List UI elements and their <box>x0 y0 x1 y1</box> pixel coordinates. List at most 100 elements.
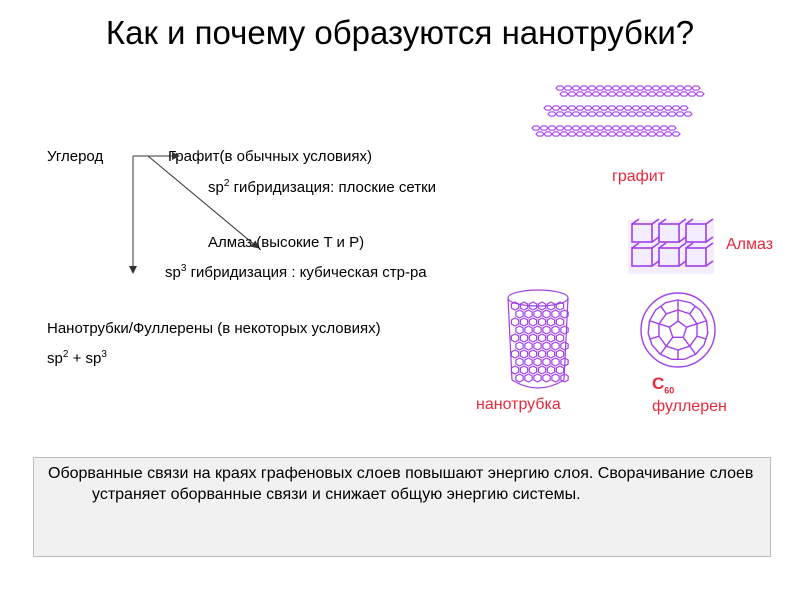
fullerene-bond <box>649 320 660 325</box>
tube-hex <box>528 317 538 327</box>
tube-base <box>511 379 565 389</box>
scheme-arrows <box>129 152 260 274</box>
graphite-hex <box>547 125 557 131</box>
diamond-cell <box>685 223 707 243</box>
graphite-hex <box>587 111 597 117</box>
graphite-hex <box>635 85 645 91</box>
diamond-cell <box>631 247 653 267</box>
c60-letter: C <box>652 374 665 393</box>
tube-hex <box>519 365 529 375</box>
graphite-hex <box>591 105 601 111</box>
graphite-hex <box>627 111 637 117</box>
graphite-hex <box>563 125 573 131</box>
graphite-hex <box>615 91 625 97</box>
graphite-hex <box>559 131 569 137</box>
tube-hex <box>560 341 569 351</box>
graphite-hex <box>631 131 641 137</box>
tube-hex <box>533 309 542 319</box>
graphite-hex <box>607 131 617 137</box>
graphite-hex <box>675 85 685 91</box>
tube-hex <box>528 365 538 375</box>
fullerene-bond <box>665 336 674 347</box>
tube-hex <box>555 349 565 359</box>
graphite-hex <box>651 125 661 131</box>
graphite-hex <box>543 131 553 137</box>
diamond-bg <box>628 220 714 274</box>
tube-hex <box>515 373 524 383</box>
graphite-hex <box>647 105 657 111</box>
graphite-hex <box>651 85 661 91</box>
tube-hex <box>555 301 565 311</box>
graphite-hex <box>575 131 585 137</box>
tube-hex <box>560 325 569 335</box>
fullerene-pentagon <box>668 320 688 338</box>
diamond-bond <box>678 236 687 243</box>
graphite-hex <box>639 131 649 137</box>
diamond-bond <box>705 260 714 267</box>
diamond-cell <box>658 223 680 243</box>
graphite-hex <box>555 111 565 117</box>
graphite-hex <box>679 91 689 97</box>
tube-hex <box>519 333 529 343</box>
diamond-bond <box>651 242 660 249</box>
sp2-prefix: sp <box>208 179 224 196</box>
graphite-hex <box>631 91 641 97</box>
sp3-prefix: sp <box>165 264 181 281</box>
graphite-hex <box>623 105 633 111</box>
diamond-cell <box>658 247 680 267</box>
diamond-image <box>628 218 714 274</box>
fullerene-caption: фуллерен <box>652 398 727 415</box>
diamond-bond <box>658 242 667 249</box>
graphite-hex <box>559 105 569 111</box>
fullerene-bond <box>686 323 698 328</box>
c60-caption: C60 <box>652 374 674 395</box>
fullerene-image <box>640 292 716 368</box>
graphite-hex <box>571 125 581 131</box>
diamond-bond <box>705 218 714 225</box>
diamond-bond <box>705 236 714 243</box>
graphite-hex <box>647 131 657 137</box>
graphite-hex <box>611 111 621 117</box>
graphite-hex <box>587 85 597 91</box>
graphite-hex <box>627 85 637 91</box>
fullerene-bond <box>649 335 660 340</box>
graphite-hex <box>543 105 553 111</box>
graphite-hex <box>575 105 585 111</box>
tube-hex <box>542 341 551 351</box>
graphite-hex <box>599 131 609 137</box>
sp3-sup: 3 <box>180 263 187 274</box>
graphite-hex <box>599 105 609 111</box>
graphite-hex <box>683 111 693 117</box>
graphite-hex <box>667 125 677 131</box>
graphite-hex <box>595 111 605 117</box>
graphite-hex <box>611 85 621 91</box>
graphite-hex <box>635 125 645 131</box>
graphite-layer <box>531 85 705 137</box>
tube-hex <box>510 317 520 327</box>
graphite-hex <box>655 91 665 97</box>
tube-hex <box>551 373 560 383</box>
graphite-hex <box>615 105 625 111</box>
graphite-hex <box>615 131 625 137</box>
tube-hex <box>528 301 538 311</box>
graphite-hex <box>655 105 665 111</box>
tube-hex <box>546 333 556 343</box>
tube-hex <box>537 317 547 327</box>
graphite-hex <box>563 111 573 117</box>
graphite-hex <box>555 85 565 91</box>
arrow-to-diamond <box>147 155 260 249</box>
graphite-hex <box>631 105 641 111</box>
tube-hex <box>560 357 569 367</box>
graphite-hex <box>595 125 605 131</box>
sp2-text: гибридизация: плоские сетки <box>229 179 437 196</box>
tube-hex <box>533 341 542 351</box>
graphite-hex <box>555 125 565 131</box>
graphite-hex <box>547 111 557 117</box>
diamond-bond <box>705 242 714 249</box>
tube-hex <box>551 309 560 319</box>
graphite-hex <box>583 105 593 111</box>
diamond-cell <box>631 223 653 243</box>
diamond-bond <box>658 218 667 225</box>
graphite-condition: Графит(в обычных условиях) <box>168 148 373 165</box>
